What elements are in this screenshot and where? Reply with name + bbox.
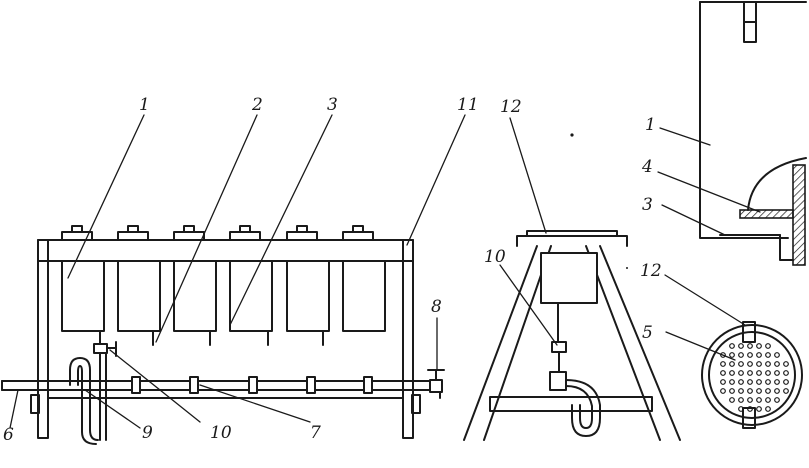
label-10-front: 10	[210, 423, 232, 443]
perforation-hole	[756, 406, 762, 412]
perforation-hole	[756, 370, 762, 376]
perforation-hole	[738, 361, 744, 367]
perforation-hole	[729, 388, 735, 394]
label-6: 6	[3, 425, 14, 445]
perforation-hole	[747, 406, 753, 412]
left-foot	[30, 394, 40, 414]
wall-hatch	[792, 164, 806, 266]
perforation-hole	[729, 352, 735, 358]
side-top-cap	[516, 230, 628, 247]
label-9: 9	[142, 423, 153, 443]
perforation-hole	[765, 397, 771, 403]
perforation-hole	[774, 388, 780, 394]
label-11: 11	[457, 95, 479, 115]
perforation-hole	[756, 397, 762, 403]
perforation-hole	[747, 361, 753, 367]
perforation-hole	[756, 361, 762, 367]
perforation-hole	[756, 343, 762, 349]
label-1-detail: 1	[645, 115, 656, 135]
side-left-leg	[463, 245, 552, 441]
detail-section-view	[699, 1, 807, 266]
u-tube-9	[69, 357, 99, 441]
side-right-leg	[585, 245, 681, 441]
sieve-arc	[747, 157, 807, 211]
perforation-hole	[738, 379, 744, 385]
perforation-hole	[729, 397, 735, 403]
label-12-detail: 12	[640, 261, 662, 281]
perforation-hole	[765, 406, 771, 412]
perforation-hole	[738, 397, 744, 403]
valve-8	[427, 369, 445, 399]
clamps	[61, 225, 374, 241]
side-view	[463, 133, 681, 441]
side-valve	[551, 341, 567, 353]
side-vessel	[540, 252, 598, 304]
perforation-hole	[720, 370, 726, 376]
label-4-detail: 4	[641, 157, 653, 177]
perforation-hole	[747, 397, 753, 403]
label-1: 1	[139, 95, 150, 115]
perforation-hole	[774, 397, 780, 403]
disk-holes	[720, 343, 789, 412]
label-3: 3	[327, 95, 338, 115]
perforation-hole	[738, 406, 744, 412]
perforation-hole	[729, 361, 735, 367]
perforation-hole	[765, 352, 771, 358]
perforation-hole	[729, 343, 735, 349]
perforation-hole	[774, 361, 780, 367]
perforation-hole	[747, 370, 753, 376]
perforation-hole	[720, 379, 726, 385]
perforation-hole	[738, 370, 744, 376]
vessels	[61, 260, 386, 346]
perforation-hole	[756, 352, 762, 358]
label-2: 2	[251, 95, 263, 115]
label-12-side: 12	[500, 97, 522, 117]
perforation-hole	[774, 352, 780, 358]
perforation-hole	[783, 379, 789, 385]
perforation-hole	[720, 388, 726, 394]
leader-lines	[9, 114, 761, 429]
perforation-hole	[747, 388, 753, 394]
perforation-hole	[774, 379, 780, 385]
perforation-hole	[747, 379, 753, 385]
perforation-hole	[747, 352, 753, 358]
perforation-hole	[756, 379, 762, 385]
manifold-pipe	[1, 376, 441, 394]
perforated-disk	[701, 321, 803, 429]
valve-10	[93, 330, 117, 441]
perforation-hole	[738, 343, 744, 349]
perforation-hole	[774, 370, 780, 376]
left-leg	[37, 239, 49, 439]
perforation-hole	[729, 370, 735, 376]
labels: 1 2 3 11 12 8 10 10 6 9 7 1 4 3 12 5	[3, 95, 662, 445]
sieve-plate	[739, 209, 794, 219]
perforation-hole	[765, 370, 771, 376]
perforation-hole	[783, 370, 789, 376]
label-10-side: 10	[484, 247, 506, 267]
perforation-hole	[765, 388, 771, 394]
perforation-hole	[783, 361, 789, 367]
perforation-hole	[756, 388, 762, 394]
perforation-hole	[720, 361, 726, 367]
perforation-hole	[738, 352, 744, 358]
right-leg	[402, 239, 414, 439]
perforation-hole	[738, 388, 744, 394]
label-5-detail: 5	[642, 323, 653, 343]
perforation-hole	[765, 361, 771, 367]
label-7: 7	[310, 423, 321, 443]
perforation-hole	[765, 343, 771, 349]
perforation-hole	[720, 352, 726, 358]
label-3-detail: 3	[642, 195, 653, 215]
perforation-hole	[729, 379, 735, 385]
side-hose	[565, 379, 601, 437]
perforation-hole	[747, 343, 753, 349]
label-8: 8	[431, 297, 442, 317]
top-beam	[37, 239, 414, 262]
right-foot	[411, 394, 421, 414]
front-view	[1, 225, 445, 445]
perforation-hole	[783, 388, 789, 394]
perforation-hole	[765, 379, 771, 385]
